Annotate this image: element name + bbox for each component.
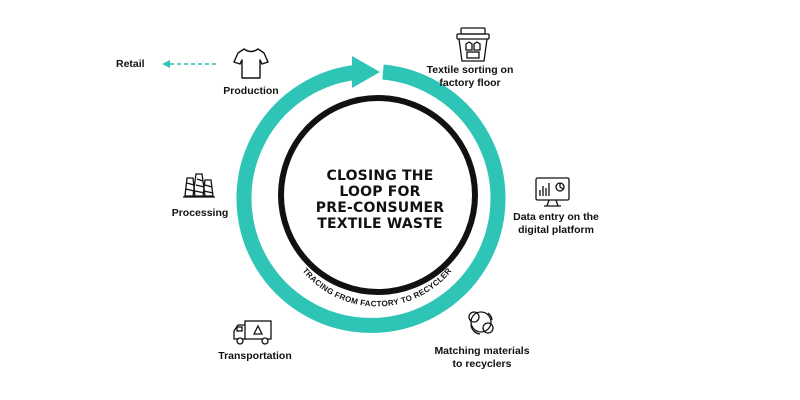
center-title-line: TEXTILE WASTE (317, 216, 443, 232)
center-circle (278, 95, 478, 295)
recycle-materials-icon (468, 311, 494, 335)
step-label-matching-materials: Matching materials to recyclers (434, 345, 530, 370)
step-label-textile-sorting: Textile sorting on factory floor (426, 64, 514, 89)
center-title-line: CLOSING THE (326, 168, 434, 184)
step-label-data-entry: Data entry on the digital platform (513, 211, 599, 236)
yarn-spools-icon (183, 173, 215, 198)
truck-icon (233, 320, 272, 345)
step-label-transportation: Transportation (218, 350, 292, 362)
cycle-ring (236, 64, 506, 333)
tshirt-icon (233, 48, 269, 79)
center-title: CLOSING THE LOOP FOR PRE-CONSUMER TEXTIL… (295, 168, 465, 232)
dashed-arrow-icon (162, 60, 216, 68)
bin-icon (456, 27, 490, 62)
step-label-production: Production (223, 85, 279, 97)
cycle-arrowhead (352, 56, 380, 88)
monitor-icon (535, 177, 570, 207)
center-title-line: PRE-CONSUMER (315, 200, 445, 216)
step-label-processing: Processing (171, 207, 229, 219)
retail-label: Retail (116, 58, 145, 70)
center-title-line: LOOP FOR (339, 184, 421, 200)
